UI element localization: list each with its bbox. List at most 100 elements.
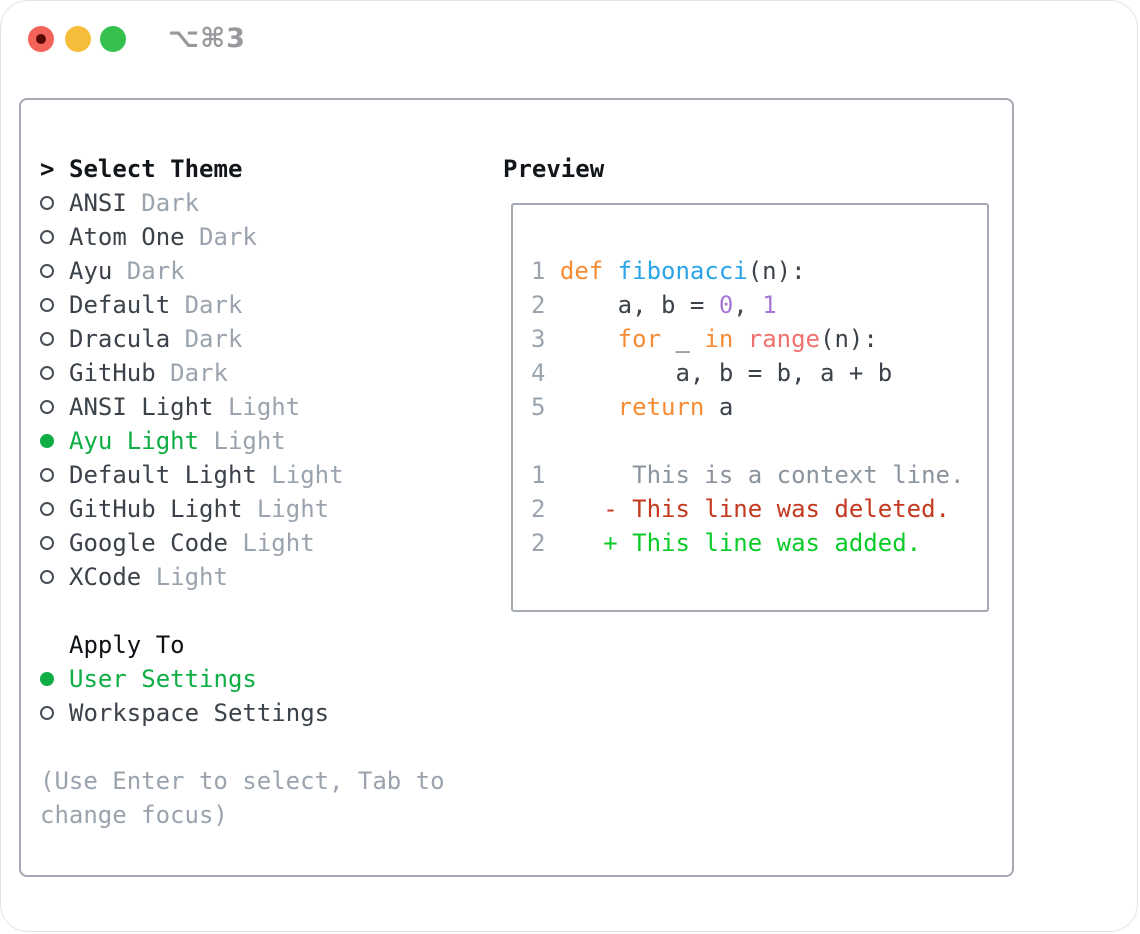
code-segment [560,393,618,421]
preview-title: Preview [503,155,605,183]
theme-option[interactable]: GitHub Dark [40,356,480,390]
code-segment: _ [661,325,705,353]
radio-prefix [40,468,69,482]
option-variant: Dark [170,325,243,353]
option-variant: Light [141,563,228,591]
radio-prefix [40,672,69,686]
code-segment [733,325,747,353]
apply-to-heading: Apply To [40,628,480,662]
line-number: 1 [531,461,546,489]
radio-unselected-icon [40,706,54,720]
minimize-button[interactable] [65,26,91,52]
radio-selected-icon [40,672,54,686]
code-line: 2 - This line was deleted. [531,492,987,526]
code-line: 1 This is a context line. [531,458,987,492]
line-number: 2 [531,529,546,557]
keyboard-hint: (Use Enter to select, Tab to change focu… [40,767,445,829]
radio-prefix [40,230,69,244]
radio-unselected-icon [40,502,54,516]
theme-option[interactable]: Dracula Dark [40,322,480,356]
code-segment: a, b = b, a + b [559,359,893,387]
option-variant: Dark [155,359,228,387]
option-variant: Light [213,393,301,421]
option-variant: Light [199,427,286,455]
option-label: Default Light [69,461,257,489]
window-title: ⌥⌘3 [168,23,246,54]
radio-selected-icon [40,434,54,448]
radio-unselected-icon [40,332,54,346]
radio-prefix [40,366,69,380]
cursor-indicator: > [40,155,55,183]
option-label: Ayu Light [69,427,200,455]
option-label: ANSI Light [69,393,214,421]
code-segment: a [704,393,734,421]
line-number: 5 [531,393,546,421]
close-button[interactable] [28,26,54,52]
theme-option[interactable]: ANSI Dark [40,186,480,220]
theme-option[interactable]: XCode Light [40,560,480,594]
code-segment: def [559,257,604,285]
option-variant: Light [227,529,315,557]
spacer [40,730,480,764]
radio-prefix [40,536,69,550]
theme-option[interactable]: ANSI Light Light [40,390,480,424]
line-number: 4 [531,359,546,387]
option-label: Ayu [69,257,113,285]
option-label: User Settings [69,665,257,693]
code-segment [603,257,617,285]
apply-to-option[interactable]: User Settings [40,662,480,696]
theme-option[interactable]: Ayu Light Light [40,424,480,458]
code-line: 2 a, b = 0, 1 [531,288,987,322]
radio-unselected-icon [40,536,54,550]
code-line: 3 for _ in range(n): [531,322,987,356]
radio-prefix [40,400,69,414]
code-line: 4 a, b = b, a + b [531,356,987,390]
option-label: Dracula [69,325,171,353]
radio-prefix [40,298,69,312]
option-variant: Light [256,461,344,489]
option-label: Default [69,291,171,319]
radio-prefix [40,434,69,448]
zoom-button[interactable] [100,26,126,52]
code-segment: (n): [820,325,878,353]
radio-prefix [40,332,69,346]
select-theme-heading: > Select Theme [40,152,480,186]
option-label: Workspace Settings [69,699,330,727]
radio-prefix [40,502,69,516]
code-segment: range [747,325,820,353]
code-segment: (n): [747,257,806,285]
radio-prefix [40,264,69,278]
code-segment: for [617,325,662,353]
radio-prefix [40,706,69,720]
code-line [531,424,987,458]
code-segment [560,325,618,353]
option-variant: Dark [126,189,200,217]
code-segment: This is a context line. [559,461,965,489]
option-label: GitHub Light [69,495,243,523]
option-variant: Dark [112,257,185,285]
radio-unselected-icon [40,400,54,414]
radio-unselected-icon [40,196,54,210]
code-segment: - This line was deleted. [559,495,951,523]
theme-option[interactable]: Google Code Light [40,526,480,560]
radio-prefix [40,570,69,584]
theme-option[interactable]: Default Light Light [40,458,480,492]
close-button-dot [36,34,46,44]
option-label: ANSI [69,189,127,217]
option-variant: Dark [184,223,257,251]
theme-option[interactable]: Ayu Dark [40,254,480,288]
code-segment: a, b = [559,291,719,319]
code-segment: + This line was added. [559,529,922,557]
theme-option[interactable]: Atom One Dark [40,220,480,254]
theme-option[interactable]: Default Dark [40,288,480,322]
code-segment: return [617,393,705,421]
radio-unselected-icon [40,468,54,482]
code-line: 2 + This line was added. [531,526,987,560]
select-theme-title: Select Theme [69,155,243,183]
option-label: Atom One [69,223,185,251]
apply-to-title: Apply To [69,631,185,659]
theme-option[interactable]: GitHub Light Light [40,492,480,526]
apply-to-option[interactable]: Workspace Settings [40,696,480,730]
